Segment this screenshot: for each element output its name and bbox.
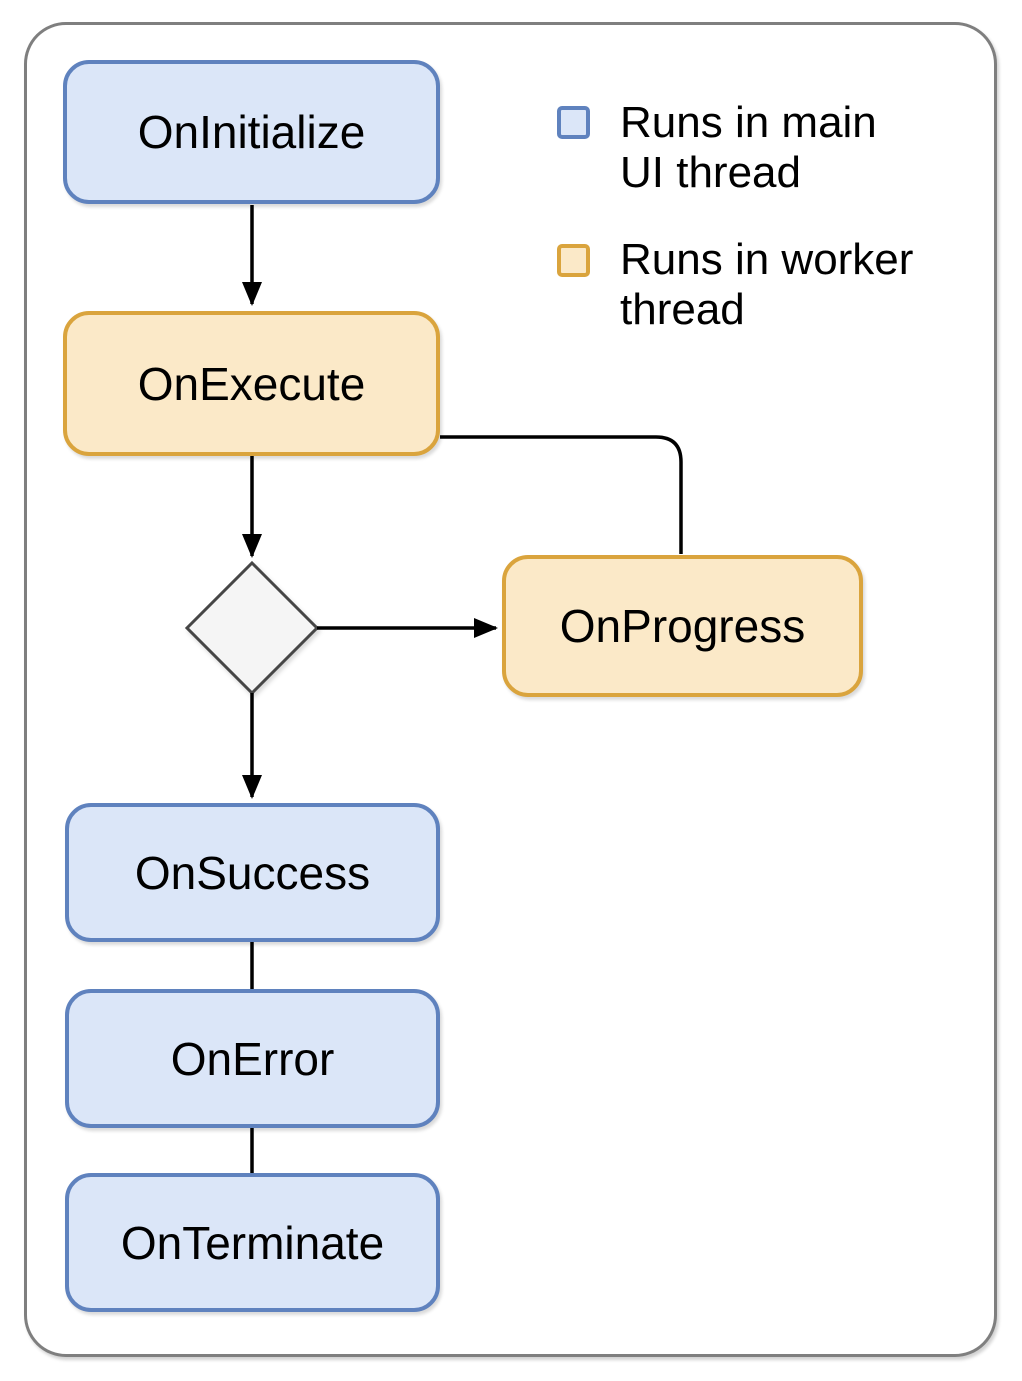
legend-label-main-thread: Runs in main UI thread xyxy=(620,98,877,198)
legend-label-worker-line1: Runs in worker xyxy=(620,235,914,284)
legend-label-main-line2: UI thread xyxy=(620,148,801,197)
node-onterminate: OnTerminate xyxy=(65,1173,440,1312)
node-onprogress-label: OnProgress xyxy=(559,600,806,652)
node-onsuccess: OnSuccess xyxy=(65,803,440,942)
legend-label-main-line1: Runs in main xyxy=(620,98,877,147)
node-oninitialize: OnInitialize xyxy=(63,60,440,204)
legend-swatch-main-thread xyxy=(557,106,590,139)
decision-diamond xyxy=(184,560,320,696)
edge-onexecute-onprogress xyxy=(440,435,683,554)
node-onprogress: OnProgress xyxy=(502,555,863,697)
legend-label-worker-line2: thread xyxy=(620,285,745,334)
node-onterminate-label: OnTerminate xyxy=(120,1216,385,1269)
node-onerror-label: OnError xyxy=(170,1032,335,1085)
legend-label-worker-thread: Runs in worker thread xyxy=(620,235,913,335)
legend-swatch-worker-thread xyxy=(557,244,590,277)
node-oninitialize-label: OnInitialize xyxy=(137,106,366,158)
node-onsuccess-label: OnSuccess xyxy=(134,846,371,899)
node-onerror: OnError xyxy=(65,989,440,1128)
node-onexecute: OnExecute xyxy=(63,311,440,456)
node-onexecute-label: OnExecute xyxy=(137,357,366,410)
